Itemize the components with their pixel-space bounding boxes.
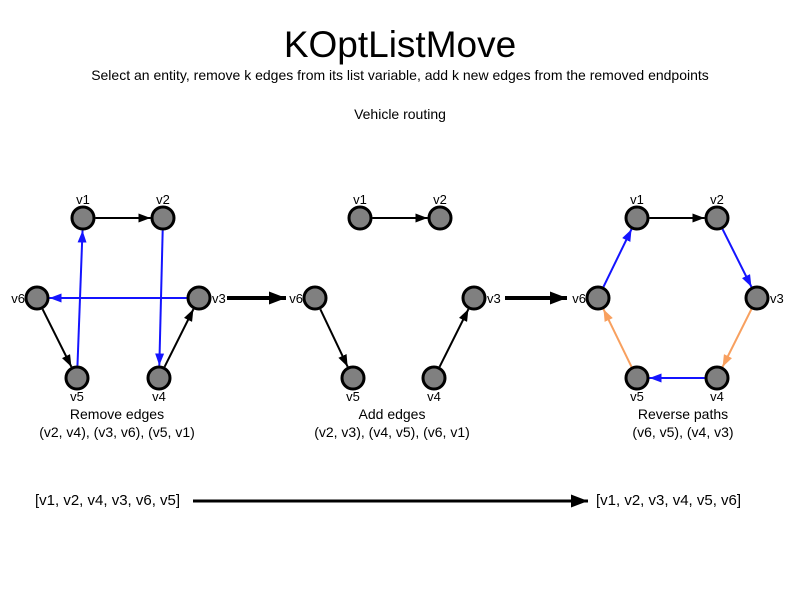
node-label-v2: v2 (433, 192, 447, 207)
node-v5 (64, 365, 90, 391)
page-title: KOptListMove (283, 24, 517, 65)
edge-v2-v3 (721, 228, 753, 288)
edge-v3-v4 (721, 308, 753, 368)
node-v2 (150, 205, 176, 231)
node-v6 (24, 285, 50, 311)
node-label-v6: v6 (289, 291, 303, 306)
node-v4 (146, 365, 172, 391)
edge-v6-v5 (319, 308, 349, 368)
node-label-v2: v2 (156, 192, 170, 207)
caption-reverse-paths-title: Reverse paths (637, 406, 729, 422)
edge-v4-v3 (163, 308, 195, 368)
node-label-v3: v3 (770, 291, 784, 306)
sequence-before: [v1, v2, v4, v3, v6, v5] (35, 492, 181, 509)
node-label-v5: v5 (346, 389, 360, 404)
node-label-v4: v4 (152, 389, 166, 404)
node-v3 (744, 285, 770, 311)
context-label: Vehicle routing (354, 106, 446, 122)
node-v6 (302, 285, 328, 311)
node-v2 (704, 205, 730, 231)
node-label-v3: v3 (487, 291, 501, 306)
caption-remove-edges-detail: (v2, v4), (v3, v6), (v5, v1) (39, 424, 195, 440)
node-v1 (70, 205, 96, 231)
edge-v5-v6 (602, 308, 633, 368)
node-v5 (340, 365, 366, 391)
node-label-v3: v3 (212, 291, 226, 306)
edge-v6-v1 (602, 228, 633, 288)
sequence-after: [v1, v2, v3, v4, v5, v6] (596, 492, 742, 509)
caption-add-edges: Add edges (v2, v3), (v4, v5), (v6, v1) (252, 405, 532, 441)
node-label-v1: v1 (353, 192, 367, 207)
node-v1 (624, 205, 650, 231)
node-v1 (347, 205, 373, 231)
node-label-v4: v4 (427, 389, 441, 404)
caption-add-edges-title: Add edges (358, 406, 426, 422)
node-label-v4: v4 (710, 389, 724, 404)
caption-reverse-paths-detail: (v6, v5), (v4, v3) (632, 424, 734, 440)
caption-add-edges-detail: (v2, v3), (v4, v5), (v6, v1) (314, 424, 470, 440)
caption-remove-edges: Remove edges (v2, v4), (v3, v6), (v5, v1… (0, 405, 257, 441)
node-label-v2: v2 (710, 192, 724, 207)
node-label-v5: v5 (630, 389, 644, 404)
node-v3 (186, 285, 212, 311)
node-v3 (461, 285, 487, 311)
edge-v5-v1 (76, 230, 87, 366)
node-v4 (704, 365, 730, 391)
node-label-v1: v1 (630, 192, 644, 207)
node-label-v1: v1 (76, 192, 90, 207)
node-label-v6: v6 (572, 291, 586, 306)
node-v4 (421, 365, 447, 391)
page-subtitle: Select an entity, remove k edges from it… (91, 67, 709, 83)
caption-remove-edges-title: Remove edges (69, 406, 165, 422)
node-v6 (585, 285, 611, 311)
caption-reverse-paths: Reverse paths (v6, v5), (v4, v3) (543, 405, 800, 441)
node-v2 (427, 205, 453, 231)
node-label-v6: v6 (11, 291, 25, 306)
edge-v6-v5 (41, 308, 73, 368)
node-label-v5: v5 (70, 389, 84, 404)
edge-v4-v3 (438, 308, 470, 368)
node-v5 (624, 365, 650, 391)
